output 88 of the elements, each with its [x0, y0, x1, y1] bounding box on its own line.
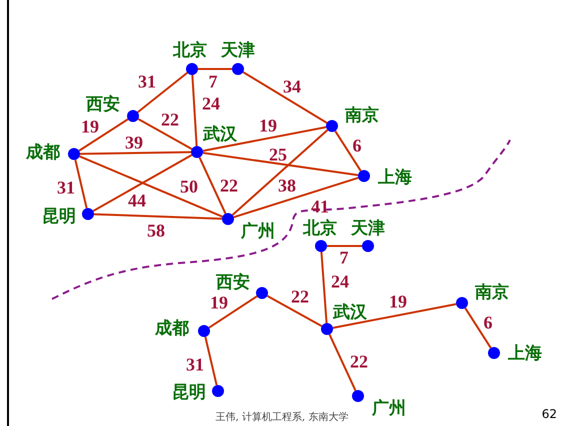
city-label: 南京: [345, 104, 379, 126]
edge-weight: 34: [283, 76, 301, 98]
vertex-dot: [186, 63, 198, 75]
city-label: 北京: [303, 218, 337, 240]
edge-line: [328, 334, 356, 391]
edge-weight: 22: [291, 286, 309, 308]
edge-weight: 6: [484, 312, 492, 334]
edge-line: [74, 160, 88, 208]
footer-credit: 王伟, 计算机工程系, 东南大学: [216, 410, 348, 424]
city-label: 成都: [155, 318, 189, 340]
edge-weight: 19: [210, 292, 228, 314]
vertex-dot: [212, 385, 224, 397]
edge-line: [202, 152, 358, 176]
city-label: 天津: [351, 218, 385, 240]
city-label: 北京: [173, 40, 207, 62]
edge-weight: 22: [161, 110, 179, 130]
edge-line: [78, 118, 128, 152]
edge-line: [198, 157, 226, 214]
vertex-dot: [232, 63, 244, 75]
vertex-dot: [68, 148, 80, 160]
vertex-dot: [82, 208, 94, 220]
edge-weight: 44: [128, 190, 146, 212]
city-label: 上海: [378, 166, 412, 188]
edge-line: [332, 303, 456, 329]
vertex-dot: [321, 323, 333, 335]
edge-weight: 19: [389, 292, 407, 312]
edge-line: [80, 151, 192, 155]
edge-line: [266, 295, 322, 327]
edge-line: [191, 74, 198, 146]
edge-weight: 31: [57, 178, 75, 198]
city-label: 西安: [216, 272, 250, 294]
edge-line: [242, 71, 328, 124]
edge-line: [92, 154, 192, 212]
edge-weight: 41: [311, 196, 329, 218]
city-label: 天津: [221, 40, 255, 62]
vertex-dot: [127, 110, 139, 122]
city-label: 武汉: [203, 124, 237, 146]
edge-weight: 50: [180, 176, 198, 198]
city-label: 西安: [86, 94, 120, 116]
edge-line: [202, 126, 326, 152]
edge-weight: 19: [81, 116, 99, 138]
vertex-dot: [456, 297, 468, 309]
vertex-dot: [358, 170, 370, 182]
city-label: 上海: [508, 342, 542, 364]
vertex-dot: [222, 213, 234, 225]
vertex-dot: [256, 287, 268, 299]
city-label: 广州: [372, 398, 406, 420]
edge-weight: 19: [259, 116, 277, 136]
edge-line: [464, 308, 492, 348]
city-label: 武汉: [333, 302, 367, 324]
edge-weight: 22: [220, 176, 238, 196]
edge-weight: 24: [331, 272, 349, 292]
edge-line: [94, 213, 222, 220]
edge-line: [138, 118, 192, 150]
vertex-dot: [488, 347, 500, 359]
edge-line: [334, 130, 362, 172]
edge-weight: 22: [350, 352, 368, 372]
edge-line: [233, 176, 359, 218]
edge-weight: 31: [138, 72, 156, 92]
page-number: 62: [542, 407, 557, 421]
vertex-dot: [191, 146, 203, 158]
edge-weight: 31: [186, 354, 204, 376]
vertex-dot: [326, 120, 338, 132]
city-label: 昆明: [172, 382, 206, 404]
edge-weight: 38: [278, 176, 296, 196]
edge-weight: 7: [208, 72, 218, 92]
vertex-dot: [198, 325, 210, 337]
edge-line: [208, 295, 258, 329]
edge-weight: 24: [202, 94, 220, 114]
edge-weight: 6: [352, 136, 362, 156]
city-label: 南京: [475, 282, 509, 304]
city-label: 广州: [241, 220, 275, 242]
edge-line: [198, 68, 232, 70]
vertex-dot: [362, 240, 374, 252]
edge-weight: 58: [147, 220, 165, 242]
edge-line: [327, 245, 362, 247]
vertex-dot: [315, 240, 327, 252]
edge-weight: 25: [269, 144, 287, 166]
edge-line: [232, 129, 328, 216]
edge-weight: 7: [340, 248, 348, 268]
edge-weight: 39: [125, 132, 143, 154]
edge-line: [320, 252, 328, 324]
edge-line: [137, 72, 188, 114]
city-label: 成都: [26, 142, 60, 164]
vertex-dot: [352, 390, 364, 402]
city-label: 昆明: [42, 206, 76, 228]
edge-line: [204, 336, 218, 386]
edge-line: [79, 155, 223, 218]
